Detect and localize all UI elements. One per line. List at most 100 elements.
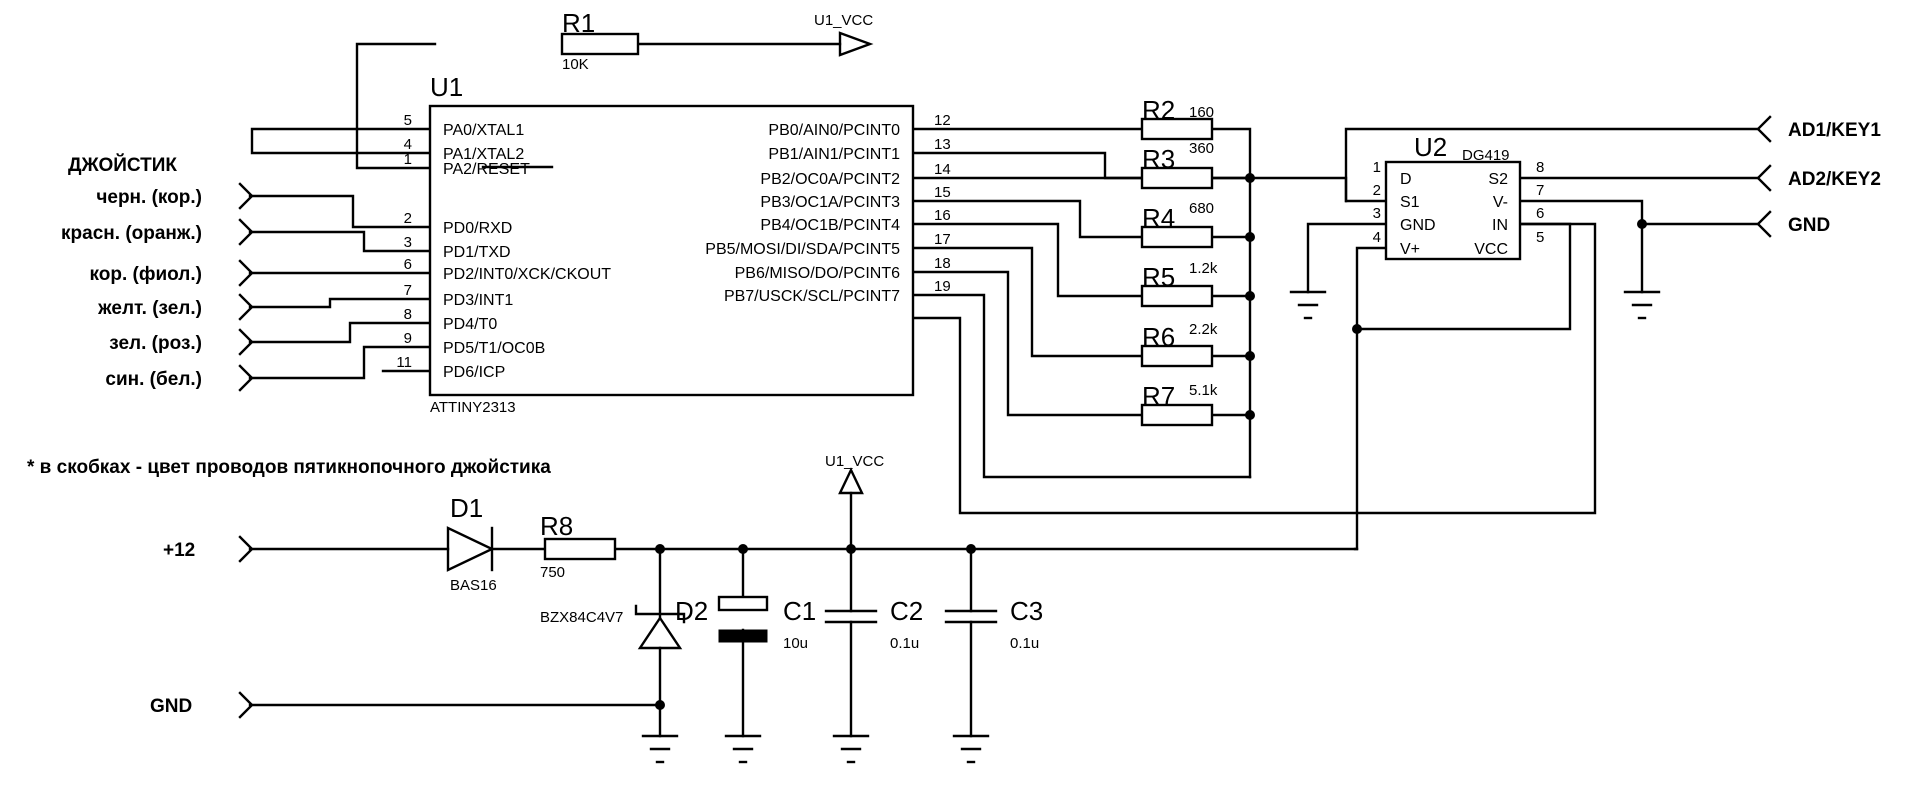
u1-pin-number: 1 [404, 151, 412, 168]
u1-pin-name: PA1/XTAL2 [443, 146, 524, 163]
u2-pin-name: D [1400, 171, 1412, 188]
input-chevron-icon [238, 218, 254, 246]
u1-pin-name: PB5/MOSI/DI/SDA/PCINT5 [705, 241, 900, 258]
u1-pin-number: 6 [404, 256, 412, 273]
ground-symbol [952, 734, 990, 764]
resistor-icon [1140, 403, 1214, 427]
joystick-wire-label: желт. (зел.) [97, 298, 202, 319]
u1-pin-name: PB7/USCK/SCL/PCINT7 [724, 288, 900, 305]
u1-pin-number: 8 [404, 306, 412, 323]
u2-pin-number: 2 [1373, 182, 1381, 199]
u1-pin-number: 18 [934, 255, 951, 272]
resistor-ref: R5 [1142, 262, 1175, 292]
zener-icon [637, 615, 683, 650]
input-chevron-icon [238, 691, 254, 719]
vcc-label: U1_VCC [814, 12, 873, 29]
resistor-icon [1140, 166, 1214, 190]
output-chevron-icon [1756, 164, 1772, 192]
resistor-ref: R8 [540, 511, 573, 541]
resistor-icon [560, 32, 640, 56]
d1-diode: D1 BAS16 [446, 493, 497, 594]
resistor-icon [1140, 117, 1214, 141]
d1-value: BAS16 [450, 577, 497, 594]
u1-pin-number: 15 [934, 184, 951, 201]
input-chevron-icon [238, 364, 254, 392]
u1-pin-number: 12 [934, 112, 951, 129]
input-chevron-icon [238, 328, 254, 356]
u1-pin-name: PB4/OC1B/PCINT4 [760, 217, 900, 234]
u1-part: ATTINY2313 [430, 399, 516, 416]
u1-pin-name: PA0/XTAL1 [443, 122, 524, 139]
resistor-value: 360 [1189, 140, 1214, 157]
u1-pin-name: PD1/TXD [443, 244, 511, 261]
u1-pin-number: 9 [404, 330, 412, 347]
resistor-value: 2.2k [1189, 321, 1218, 338]
resistor-ref: R3 [1142, 144, 1175, 174]
u2-pin-number: 5 [1536, 229, 1544, 246]
u1-pin-number: 4 [404, 136, 412, 153]
ground-symbol [832, 734, 870, 764]
wires [248, 42, 1760, 738]
resistor-icon [1140, 284, 1214, 308]
ground-symbol [1289, 290, 1327, 320]
u1-pin-name: PB3/OC1A/PCINT3 [760, 194, 900, 211]
d2-zener: BZX84C4V7 D2 [540, 596, 708, 650]
joystick-wire-label: красн. (оранж.) [61, 223, 202, 244]
c3-ref: C3 [1010, 596, 1043, 626]
u2-pin-name: IN [1492, 217, 1508, 234]
c3-value: 0.1u [1010, 635, 1039, 652]
input-chevron-icon [238, 535, 254, 563]
u1-pin-name: PA2/RESET [443, 161, 530, 178]
u1-pin-name: PD2/INT0/XCK/CKOUT [443, 266, 611, 283]
u1-pin-number: 7 [404, 282, 412, 299]
u1-pin-number: 16 [934, 207, 951, 224]
resistor-value: 1.2k [1189, 260, 1218, 277]
u2-pin-number: 4 [1373, 229, 1381, 246]
d1-ref: D1 [450, 493, 483, 523]
vcc-flag-icon [838, 31, 874, 57]
resistor-r3: R3 360 [1140, 140, 1214, 190]
u2-pin-name: V- [1493, 194, 1508, 211]
u1-pin-name: PD3/INT1 [443, 292, 513, 309]
c2-value: 0.1u [890, 635, 919, 652]
u1-pin-number: 5 [404, 112, 412, 129]
u1-pin-number: 14 [934, 161, 951, 178]
joystick-wire-label: зел. (роз.) [109, 333, 202, 354]
c2-ref: C2 [890, 596, 923, 626]
resistor-value: 10K [562, 56, 589, 73]
u2-pin-number: 1 [1373, 159, 1381, 176]
u2-part: DG419 [1462, 147, 1510, 164]
vcc-flag-icon [838, 467, 864, 495]
joystick-wire-label: черн. (кор.) [96, 187, 202, 208]
ground-symbol [641, 734, 679, 764]
vcc-label: U1_VCC [825, 453, 884, 470]
capacitors: C1 10u C2 0.1u C3 0.1u [783, 596, 1043, 652]
input-gnd-label: GND [150, 696, 192, 717]
output-chevron-icon [1756, 210, 1772, 238]
input-chevron-icon [238, 259, 254, 287]
connector-chevrons [238, 115, 1772, 719]
input-12v-label: +12 [163, 540, 195, 561]
u1-pin-name: PD6/ICP [443, 364, 505, 381]
output-gnd-label: GND [1788, 215, 1830, 236]
ground-symbols [641, 290, 1661, 764]
u1-ref: U1 [430, 72, 463, 102]
resistor-icon [543, 537, 617, 561]
u1-pin-name: PD4/T0 [443, 316, 497, 333]
ground-symbol [724, 734, 762, 764]
u1-pin-name: PB6/MISO/DO/PCINT6 [735, 265, 900, 282]
u1-pin-number: 17 [934, 231, 951, 248]
junction-dots [655, 173, 1647, 710]
joystick-wire-label: син. (бел.) [105, 369, 202, 390]
resistor-value: 5.1k [1189, 382, 1218, 399]
resistor-ref: R7 [1142, 381, 1175, 411]
resistor-value: 680 [1189, 200, 1214, 217]
u1-pin-number: 2 [404, 210, 412, 227]
joystick-heading: ДЖОЙСТИК [68, 154, 177, 176]
output-ad1-label: AD1/KEY1 [1788, 120, 1881, 141]
